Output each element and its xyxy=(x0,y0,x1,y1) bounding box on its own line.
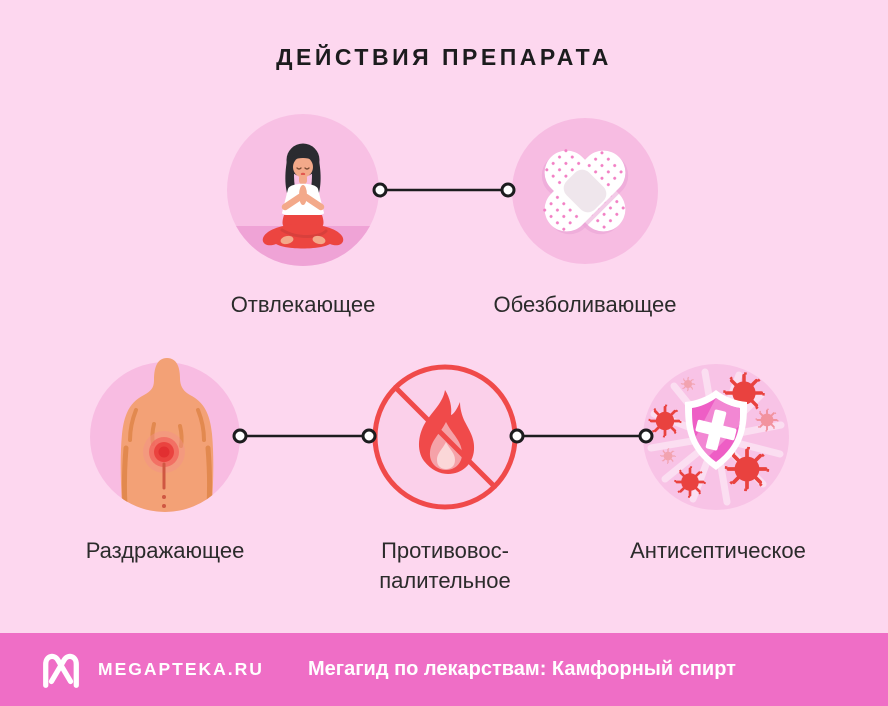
connector-line xyxy=(372,182,516,198)
connector-line xyxy=(232,428,377,444)
action-label-irritating: Раздражающее xyxy=(85,538,245,563)
action-label-line1: Противовос- xyxy=(381,538,509,563)
action-label-antiinflammatory: Противовос- палительное xyxy=(379,536,511,596)
page-title: ДЕЙСТВИЯ ПРЕПАРАТА xyxy=(276,44,612,70)
action-label-line2: палительное xyxy=(379,568,511,593)
footer: MEGAPTEKA.RU Мегагид по лекарствам: Камф… xyxy=(0,633,888,706)
meditating-person-icon xyxy=(227,114,379,271)
megapteka-m-icon xyxy=(43,653,79,688)
action-label-antiseptic: Антисептическое xyxy=(630,538,806,563)
action-label-painkilling: Обезболивающее xyxy=(493,292,677,317)
no-fire-icon xyxy=(370,362,520,517)
back-pain-icon xyxy=(90,352,240,525)
brand-name: MEGAPTEKA.RU xyxy=(98,659,264,679)
connector-line xyxy=(509,428,654,444)
antiseptic-shield-icon xyxy=(643,364,789,515)
crossed-bandages-icon xyxy=(512,118,658,269)
action-label-distracting: Отвлекающее xyxy=(230,292,376,317)
footer-caption: Мегагид по лекарствам: Камфорный спирт xyxy=(307,658,736,680)
